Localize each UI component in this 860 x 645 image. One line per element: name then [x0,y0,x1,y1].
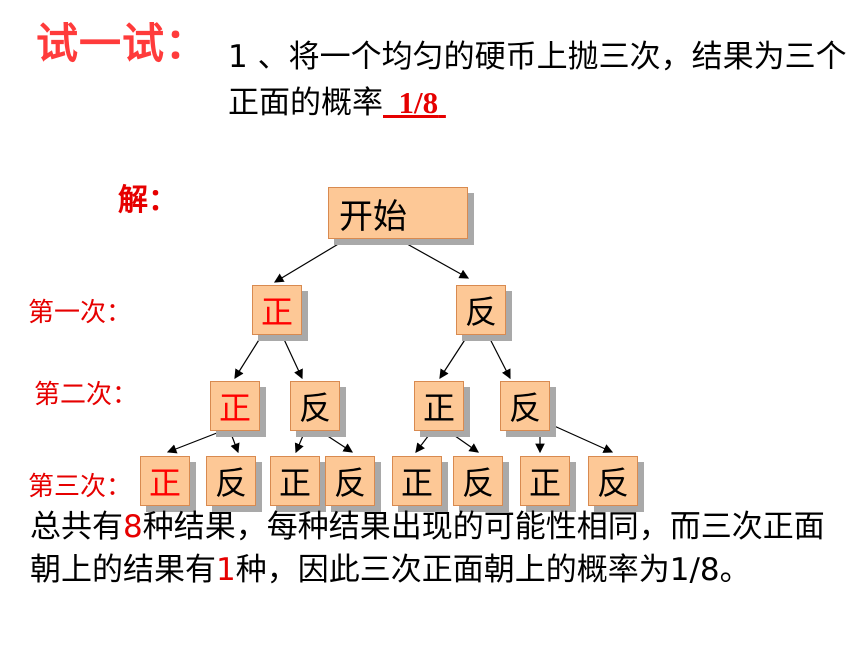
tree-node-l3-8: 反 [588,456,638,506]
edge-l1a-l2a [234,334,263,380]
summary-count-all: 8 [123,509,143,545]
tree-node-l2-c: 正 [414,381,464,431]
tree-node-l3-1: 正 [140,456,190,506]
tree-node-l3-4: 反 [325,456,375,506]
tree-node-l3-3: 正 [270,456,320,506]
tree-node-l3-2: 反 [206,456,256,506]
question-text: 1 、将一个均匀的硬币上抛三次，结果为三个正面的概率 1/8 [228,34,848,126]
level-label-1: 第一次： [28,298,133,328]
tree-node-l1-heads: 正 [252,285,302,335]
edge-l1b-l2d [487,334,511,380]
summary-text: 总共有8种结果，每种结果出现的可能性相同，而三次正面朝上的结果有1种，因此三次正… [30,506,850,592]
edge-l2d-l3h [551,424,614,453]
solution-label: 解： [118,183,178,218]
edge-l2b-l3d [319,430,354,453]
slide-title: 试一试： [36,19,209,68]
summary-count-target: 1 [216,552,236,588]
edge-l2a-l3b [229,430,240,454]
edge-l1a-l2b [281,334,303,380]
answer-value: 1/8 [398,85,439,120]
level-label-3: 第三次： [28,472,133,502]
tree-node-l2-d: 反 [500,381,550,431]
tree-node-l3-7: 正 [520,456,570,506]
summary-part-1: 总共有 [30,509,123,545]
edge-l2c-l3e [415,430,433,453]
tree-node-l2-a: 正 [210,381,260,431]
edge-l2a-l3a [166,430,223,454]
question-prefix: 1 、将一个均匀的硬币上抛三次，结果为三个正面的概率 [228,39,847,121]
edge-l2c-l3f [447,430,479,453]
edge-root-l1b [399,239,470,279]
edge-root-l1a [273,239,346,283]
edge-l1b-l2c [439,334,469,380]
summary-part-3: 种，因此三次正面朝上的概率为1/8。 [235,552,751,588]
edge-l2b-l3c [294,430,306,454]
tree-node-l1-tails: 反 [456,285,506,335]
level-label-2: 第二次： [34,380,139,410]
question-answer: 1/8 [383,85,446,120]
tree-node-l3-5: 正 [392,456,442,506]
tree-node-root: 开始 [328,187,468,239]
summary-part-2: 种结果，每种结果出现的可能性相同，而三次正面朝上的结果有 [30,509,825,588]
tree-node-l2-b: 反 [290,381,340,431]
tree-node-l3-6: 反 [453,456,503,506]
